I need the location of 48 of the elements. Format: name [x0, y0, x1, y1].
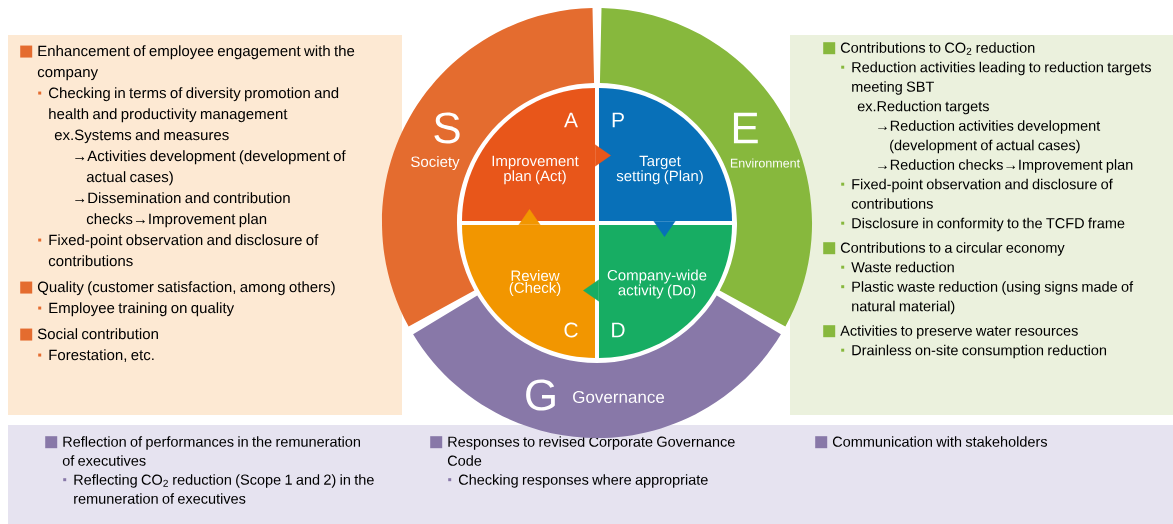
quadrant — [462, 88, 595, 221]
arrow-line: →Dissemination and contribution checks→Improvement plan — [75, 192, 290, 228]
arrow — [653, 220, 676, 237]
segment-letter: G — [526, 379, 555, 411]
arrow — [518, 209, 541, 226]
quadrant-letter: C — [564, 322, 578, 338]
bullet-item: Disclosure in conformity to the TCFD frame — [841, 217, 1125, 232]
segment-label: Governance — [573, 390, 665, 403]
bullet-item: Forestation, etc. — [38, 349, 154, 362]
quadrant — [599, 88, 732, 221]
quadrant-label: Improvement plan (Act) — [492, 155, 579, 185]
segment-label: Society — [411, 156, 460, 170]
text-panel — [8, 425, 1173, 524]
bullet-item: Plastic waste reduction (using signs made of natural material) — [841, 281, 1134, 315]
list-heading: Contributions to a circular economy — [823, 242, 1065, 256]
quadrant-letter: D — [612, 322, 625, 338]
segment-label: Environment — [730, 158, 800, 168]
list-heading: Communication with stakeholders — [815, 436, 1048, 449]
arrow-line: →Reduction checks→Improvement plan — [878, 159, 1133, 173]
quadrant-letter: A — [564, 112, 578, 128]
bullet-item: Fixed-point observation and disclosure of contributions — [841, 178, 1113, 209]
bullet-item: Checking responses where appropriate — [448, 474, 708, 488]
quadrant — [599, 225, 732, 358]
bullet-item: Employee training on quality — [38, 302, 235, 317]
segment-letter: E — [733, 112, 758, 144]
bullet-item: Drainless on-site consumption reduction — [841, 344, 1106, 359]
arrow — [594, 144, 611, 167]
example-line: ex.Reduction targets — [857, 100, 989, 115]
list-heading: Contributions to CO$_{2}$ reduction — [823, 42, 1035, 55]
quadrant-label: Target setting (Plan) — [616, 155, 703, 185]
text-panel — [8, 35, 402, 415]
quadrant-label: Company-wide activity (Do) — [607, 269, 707, 299]
list-heading: Activities to preserve water resources — [823, 325, 1078, 339]
segment-letter: S — [434, 112, 460, 144]
quadrant — [462, 225, 595, 358]
arrow-line: →Activities development (development of actual cases) — [75, 150, 346, 186]
bullet-item: Reflecting CO$_{2}$ reduction (Scope 1 and 2) in the remuneration of executives — [63, 474, 374, 504]
list-heading: Enhancement of employee engagement with the company — [20, 45, 355, 81]
list-heading: Responses to revised Corporate Governance Code — [430, 436, 735, 466]
bullet-item: Fixed-point observation and disclosure of contributions — [38, 234, 319, 267]
list-heading: Social contribution — [20, 328, 158, 341]
arrow-line: →Reduction activities development (development of actual cases) — [878, 120, 1101, 154]
quadrant-letter: P — [612, 112, 624, 128]
bullet-item: Waste reduction — [841, 261, 954, 273]
quadrant-label: Review (Check) — [509, 270, 561, 296]
example-line: ex.Systems and measures — [54, 129, 229, 144]
list-heading: Quality (customer satisfaction, among others) — [20, 281, 335, 296]
arrow — [583, 279, 600, 302]
